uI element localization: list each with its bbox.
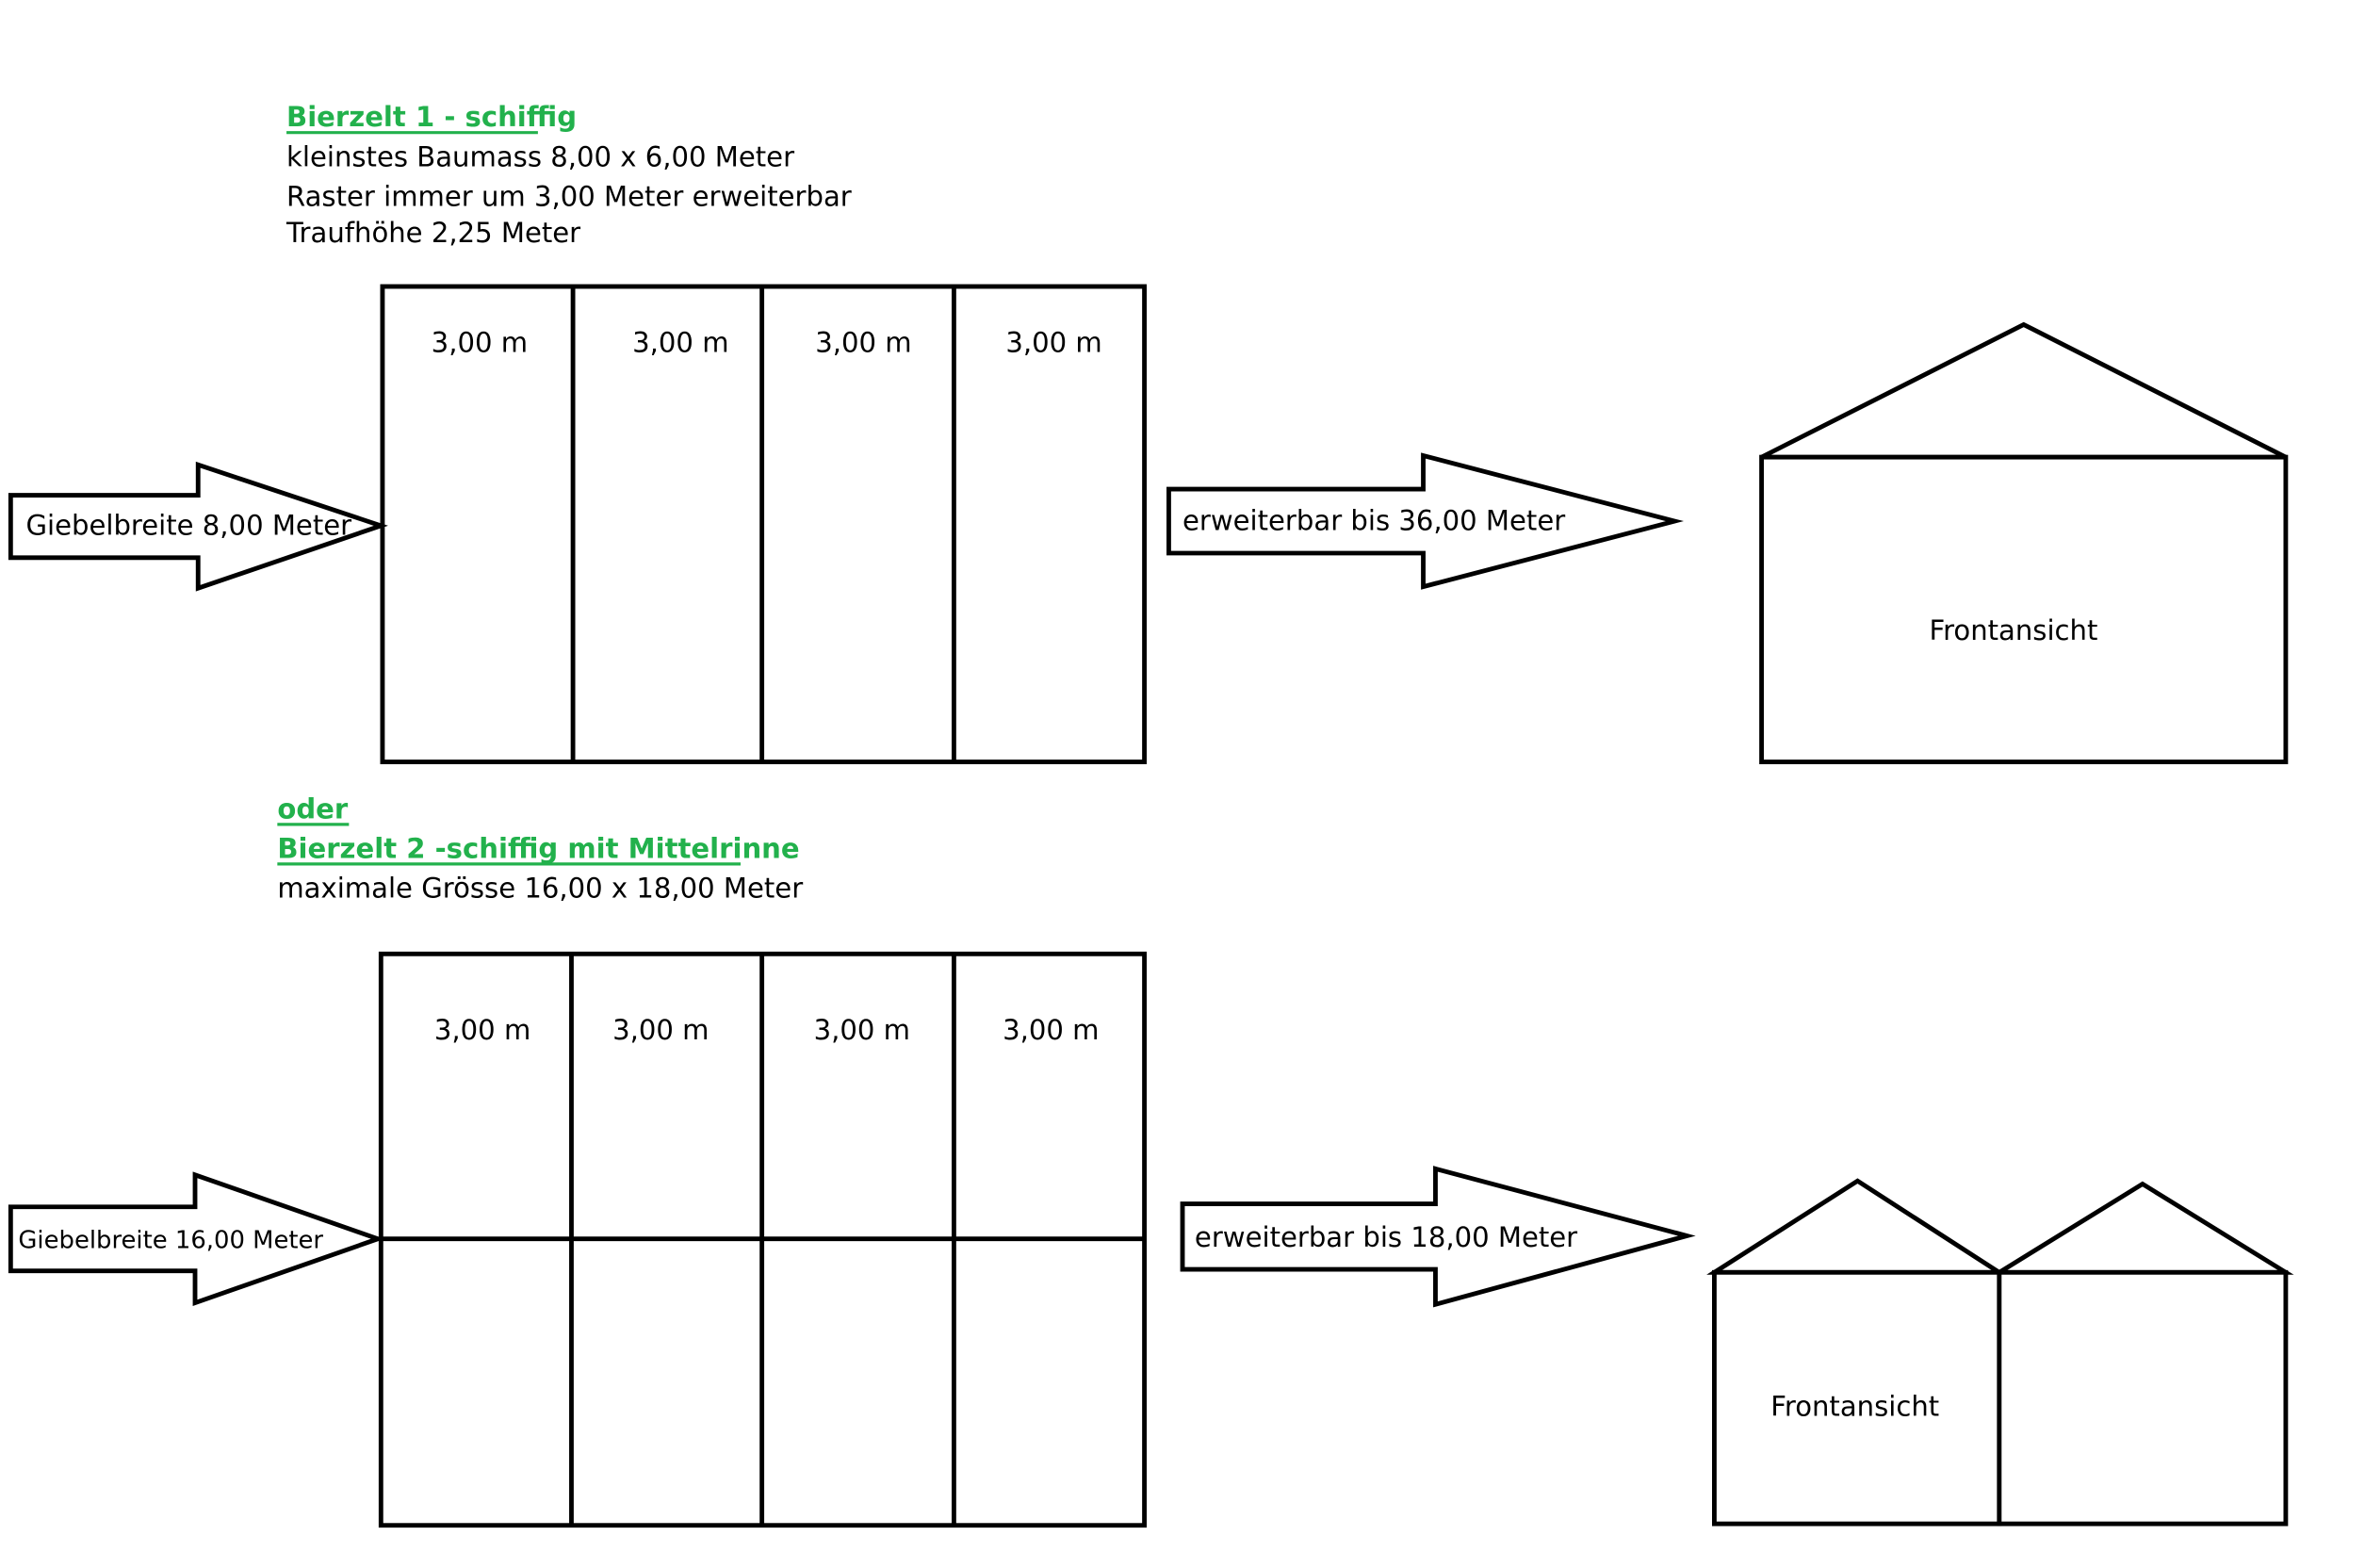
front-view-label: Frontansicht [1770, 1390, 1939, 1422]
section2-line: maximale Grösse 16,00 x 18,00 Meter [277, 872, 803, 904]
extend-arrow [1166, 452, 1684, 590]
bay-label: 3,00 m [632, 327, 728, 359]
bay-label: 3,00 m [1003, 1014, 1099, 1046]
extend-arrow-label: erweiterbar bis 18,00 Meter [1195, 1221, 1577, 1253]
section1-floor-plan [380, 284, 1147, 764]
section2-title: Bierzelt 2 -schiffig mit Mittelrinne [277, 832, 799, 864]
bay-label: 3,00 m [1005, 327, 1101, 359]
section1-line: Raster immer um 3,00 Meter erweiterbar [286, 180, 852, 212]
front-view-label: Frontansicht [1929, 614, 2097, 646]
extend-arrow [1180, 1166, 1696, 1308]
bay-label: 3,00 m [612, 1014, 709, 1046]
bay-label: 3,00 m [434, 1014, 530, 1046]
gable-arrow-label: Giebelbreite 16,00 Meter [18, 1226, 323, 1254]
section1-title: Bierzelt 1 - schiffig [286, 101, 577, 133]
bay-label: 3,00 m [814, 1014, 910, 1046]
gable-arrow [8, 461, 388, 592]
or-label: oder [277, 792, 349, 825]
section1-line: Traufhöhe 2,25 Meter [285, 217, 580, 249]
front-view-single [1759, 321, 2289, 764]
extend-arrow-label: erweiterbar bis 36,00 Meter [1182, 505, 1565, 537]
front-view-double [1706, 1178, 2294, 1527]
gable-arrow [8, 1171, 385, 1307]
gable-arrow-label: Giebelbreite 8,00 Meter [25, 510, 351, 542]
section2-floor-plan [378, 951, 1147, 1528]
bay-label: 3,00 m [815, 327, 911, 359]
bay-label: 3,00 m [432, 327, 528, 359]
section1-line: kleinstes Baumass 8,00 x 6,00 Meter [286, 140, 794, 172]
